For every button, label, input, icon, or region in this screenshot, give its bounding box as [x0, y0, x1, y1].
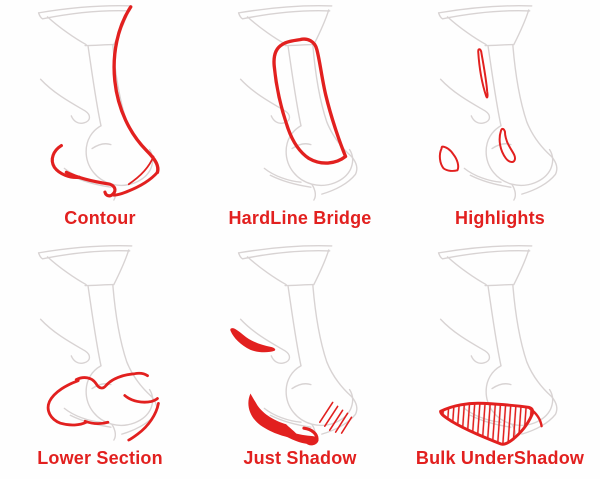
panel-label-highlights: Highlights: [455, 208, 545, 228]
contour-nostril-base-stroke: [64, 170, 117, 198]
nose-sketch-lower-section-illustration: [37, 245, 160, 442]
edge-hatch-strokes: [319, 401, 353, 434]
tip-highlight-crescent: [498, 127, 516, 163]
base-nose-sketch: [37, 245, 158, 441]
nostril-hook-stroke: [302, 426, 319, 446]
contour-main-stroke: [112, 5, 160, 175]
lower-section-under-line: [83, 419, 110, 425]
hardline-bridge-overlay: [272, 37, 348, 165]
panel-highlights: Highlights: [400, 0, 600, 240]
panel-just-shadow: Just Shadow: [200, 240, 400, 479]
panel-label-hardline-bridge: HardLine Bridge: [228, 208, 372, 228]
contour-nostril-wing-stroke: [50, 144, 81, 180]
panel-contour: Contour: [0, 0, 200, 240]
lower-section-right-edge: [127, 402, 160, 442]
bottom-strip-shadow-fill: [270, 424, 319, 444]
bridge-highlight-sliver: [477, 48, 489, 99]
nose-sketch-hardline-bridge-illustration: [237, 5, 358, 201]
contour-inner-double-line: [127, 155, 155, 186]
undershadow-right-tail: [528, 407, 543, 428]
lower-section-overlay: [46, 371, 160, 442]
panel-hardline-bridge: HardLine Bridge: [200, 0, 400, 240]
just-shadow-overlay: [230, 328, 353, 446]
nose-sketch-contour-illustration: [37, 5, 160, 201]
panel-lower-section: Lower Section: [0, 240, 200, 479]
bridge-hardline-loop: [272, 37, 348, 165]
bulk-undershadow-overlay: [439, 401, 543, 446]
cheek-shadow-fill: [230, 328, 276, 353]
contour-bottom-stroke: [112, 170, 159, 197]
panel-label-lower-section: Lower Section: [37, 448, 163, 468]
panel-label-contour: Contour: [64, 208, 136, 228]
base-nose-sketch: [237, 5, 358, 201]
undershadow-hatched-wedge: [439, 401, 535, 446]
nose-sketch-just-shadow-illustration: [230, 245, 358, 446]
highlights-overlay: [438, 48, 516, 172]
wing-highlight-patch: [438, 145, 460, 172]
panel-bulk-undershadow: Bulk UnderShadow: [400, 240, 600, 479]
lower-section-left-ball: [46, 379, 88, 427]
lower-section-top-rim: [74, 371, 149, 390]
lower-crescent-shadow-fill: [248, 393, 300, 439]
nose-sketch-highlights-illustration: [437, 5, 558, 201]
panel-label-bulk-undershadow: Bulk UnderShadow: [415, 448, 585, 468]
nose-sketch-bulk-undershadow-illustration: [437, 245, 558, 446]
panel-label-just-shadow: Just Shadow: [243, 448, 357, 468]
contour-overlay: [50, 5, 160, 198]
lower-section-inner-smile: [123, 394, 159, 404]
